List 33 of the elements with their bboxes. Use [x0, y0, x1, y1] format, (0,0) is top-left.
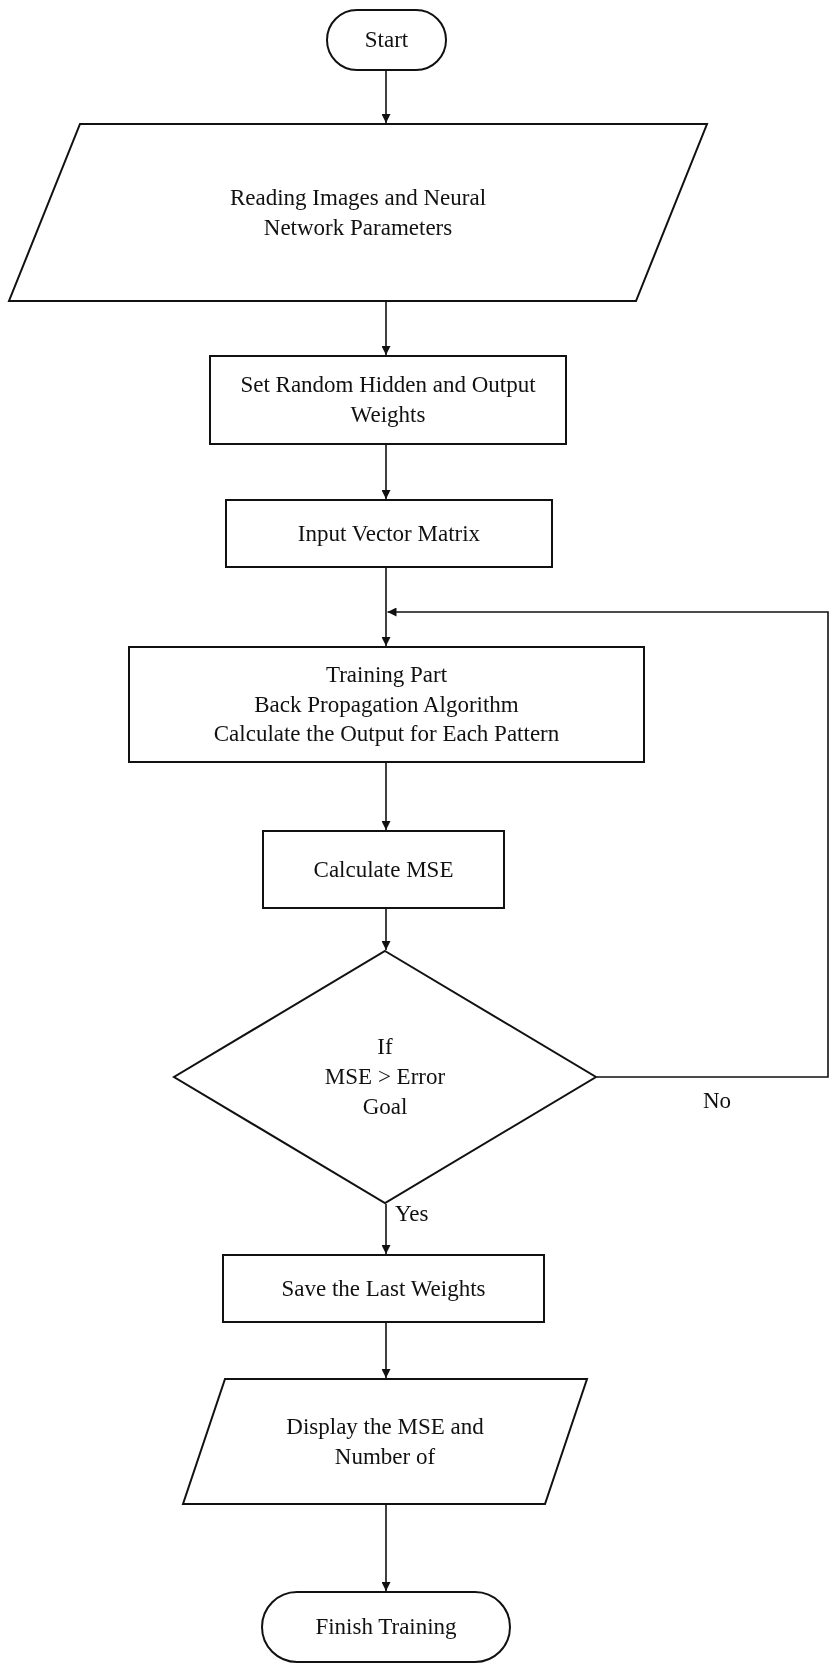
process-box	[225, 499, 553, 568]
node-text: Reading Images and Neural Network Parameters	[228, 183, 488, 242]
arrow	[381, 70, 391, 124]
arrow	[381, 1504, 391, 1592]
node-text: MSE > Error Goal	[323, 1063, 447, 1121]
node-text: Back Propagation Algorithm	[254, 690, 519, 719]
arrow	[381, 1203, 391, 1255]
node-text: Save the Last Weights	[281, 1274, 486, 1303]
process-box	[128, 646, 645, 763]
arrow	[381, 762, 391, 831]
arrow	[381, 567, 391, 647]
decision-diamond	[173, 950, 597, 1204]
input-output-parallelogram	[8, 123, 708, 302]
node-text: Set Random Hidden and Output Weights	[239, 371, 537, 429]
terminal-shape	[326, 9, 447, 71]
arrow	[381, 908, 391, 951]
node-text: Finish Training	[315, 1613, 457, 1642]
terminal-shape	[261, 1591, 511, 1663]
node-text: Training Part	[325, 660, 448, 689]
process-box	[262, 830, 505, 909]
node-text: If	[377, 1033, 393, 1062]
arrow	[381, 1322, 391, 1379]
node-text: Calculate MSE	[313, 855, 454, 884]
process-box	[222, 1254, 545, 1323]
arrow	[386, 607, 829, 1078]
arrow	[381, 301, 391, 356]
process-box	[209, 355, 567, 445]
node-text: Start	[364, 26, 409, 55]
node-text: Calculate the Output for Each Pattern	[213, 720, 560, 749]
input-output-parallelogram	[182, 1378, 588, 1505]
arrow	[381, 444, 391, 500]
node-text: Display the MSE and Number of	[285, 1412, 485, 1471]
node-text: Input Vector Matrix	[297, 519, 481, 548]
